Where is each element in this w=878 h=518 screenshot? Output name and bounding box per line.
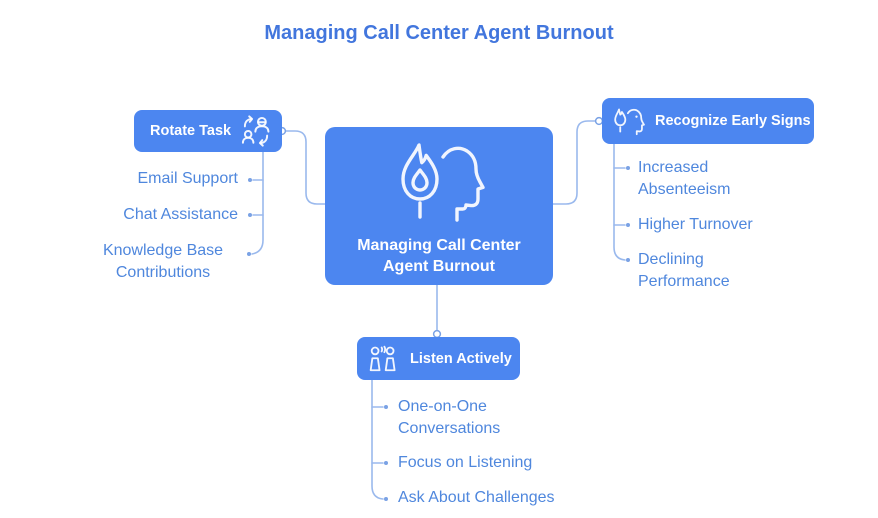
bottom-items-spine	[371, 379, 384, 500]
list-item[interactable]: Knowledge Base Contributions	[102, 242, 224, 281]
list-item[interactable]: Ask About Challenges	[398, 489, 555, 506]
list-item[interactable]: Higher Turnover	[638, 216, 753, 233]
central-node-label: Managing Call Center Agent Burnout	[357, 237, 521, 275]
list-item[interactable]: Chat Assistance	[123, 206, 238, 223]
list-item[interactable]: One-on-One Conversations	[398, 398, 501, 437]
list-item[interactable]: Email Support	[137, 170, 239, 187]
conversation-icon	[369, 345, 396, 372]
list-item[interactable]: Increased Absenteeism	[638, 159, 731, 198]
branch-node-label: Rotate Task	[150, 123, 232, 139]
burnout-head-flame-icon	[401, 143, 485, 222]
head-flame-icon	[614, 108, 645, 135]
branch-node-label: Listen Actively	[410, 350, 512, 367]
connector-rotate-to-center	[282, 130, 326, 205]
list-item[interactable]: Declining Performance	[638, 251, 730, 290]
page-title: Managing Call Center Agent Burnout	[264, 22, 614, 44]
branch-node-recognize-early-signs[interactable]: Recognize Early Signs	[602, 98, 814, 144]
right-items-spine	[613, 143, 626, 261]
branch-node-label: Recognize Early Signs	[655, 113, 811, 129]
list-item[interactable]: Focus on Listening	[398, 454, 533, 471]
central-node[interactable]: Managing Call Center Agent Burnout	[325, 127, 553, 285]
branch-node-listen-actively[interactable]: Listen Actively	[357, 337, 520, 380]
branch-node-rotate-task[interactable]: Rotate Task	[134, 110, 282, 152]
left-items-spine	[251, 151, 264, 255]
connector-center-to-recognize	[552, 120, 598, 205]
rotate-people-icon	[241, 115, 270, 147]
